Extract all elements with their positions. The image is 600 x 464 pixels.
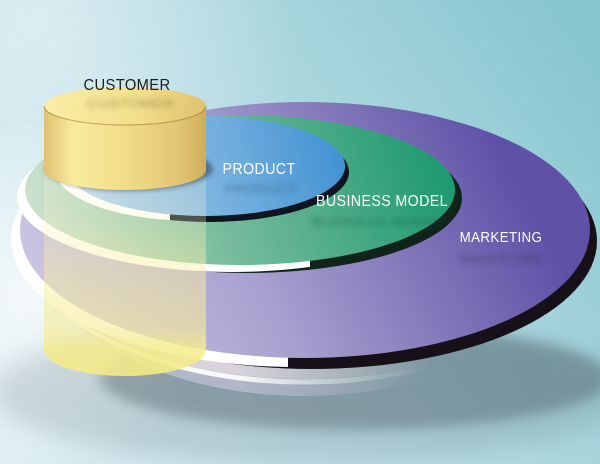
product-label-reflection: PRODUCT <box>224 182 298 197</box>
business-model-label: BUSINESS MODEL <box>316 193 448 210</box>
business-model-label-reflection: BUSINESS MODEL <box>312 215 444 230</box>
customer-reflection-shaft <box>44 158 206 376</box>
customer-cylinder <box>43 87 213 191</box>
customer-cylinder-body <box>44 106 206 190</box>
customer-cylinder-crease <box>43 105 207 126</box>
customer-label-reflection: CUSTOMER <box>87 97 175 112</box>
marketing-label-reflection: MARKETING <box>459 253 543 267</box>
customer-label: CUSTOMER <box>83 77 171 94</box>
marketing-label: MARKETING <box>459 230 543 246</box>
product-label: PRODUCT <box>222 161 296 178</box>
customer-cylinder-top <box>44 87 206 125</box>
